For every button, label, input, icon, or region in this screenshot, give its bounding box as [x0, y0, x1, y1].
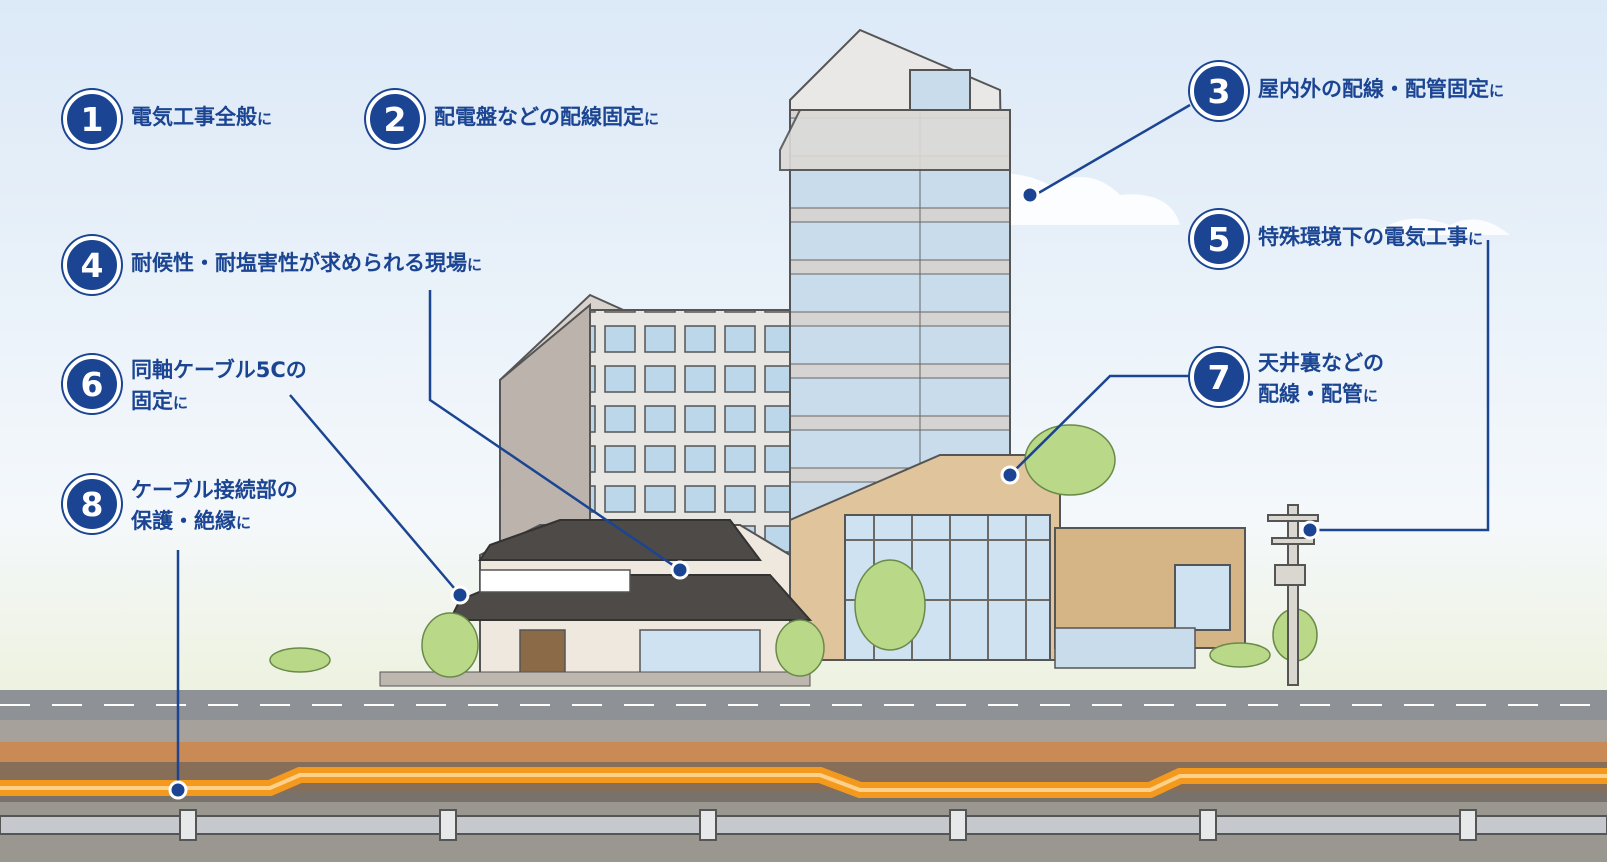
callout-7: 7 天井裏などの配線・配管に	[1190, 348, 1384, 412]
callout-5: 5 特殊環境下の電気工事に	[1190, 210, 1483, 268]
leader-lines	[176, 103, 1490, 790]
callout-label: 屋内外の配線・配管固定に	[1258, 77, 1505, 101]
number-badge: 7	[1190, 348, 1248, 406]
number-badge: 4	[63, 236, 121, 294]
cloud	[1360, 218, 1510, 235]
callout-2: 2 配電盤などの配線固定に	[366, 90, 659, 148]
callout-1: 1 電気工事全般に	[63, 90, 272, 148]
number-badge: 6	[63, 355, 121, 413]
underground-pipe	[0, 815, 1607, 835]
number-badge: 8	[63, 475, 121, 533]
callout-label: 天井裏などの配線・配管に	[1258, 351, 1384, 406]
callout-6: 6 同軸ケーブル5Cの固定に	[63, 355, 307, 419]
trees	[269, 424, 1318, 678]
number-badge: 1	[63, 90, 121, 148]
number-badge: 2	[366, 90, 424, 148]
callout-8: 8 ケーブル接続部の保護・絶縁に	[63, 475, 298, 539]
callout-label: 同軸ケーブル5Cの固定に	[131, 358, 307, 413]
house	[379, 519, 813, 687]
callout-label: 電気工事全般に	[131, 105, 273, 129]
callout-label: 耐候性・耐塩害性が求められる現場に	[131, 251, 483, 275]
utility-pole	[1267, 504, 1319, 686]
leader-dots	[168, 185, 1320, 800]
number-badge: 5	[1190, 210, 1248, 268]
callout-label: 配電盤などの配線固定に	[434, 105, 660, 129]
number-badge: 3	[1190, 62, 1248, 120]
road-base	[0, 720, 1607, 742]
callout-label: 特殊環境下の電気工事に	[1258, 225, 1484, 249]
callout-4: 4 耐候性・耐塩害性が求められる現場に	[63, 236, 482, 294]
callout-label: ケーブル接続部の保護・絶縁に	[131, 478, 298, 533]
callout-3: 3 屋内外の配線・配管固定に	[1190, 62, 1504, 120]
